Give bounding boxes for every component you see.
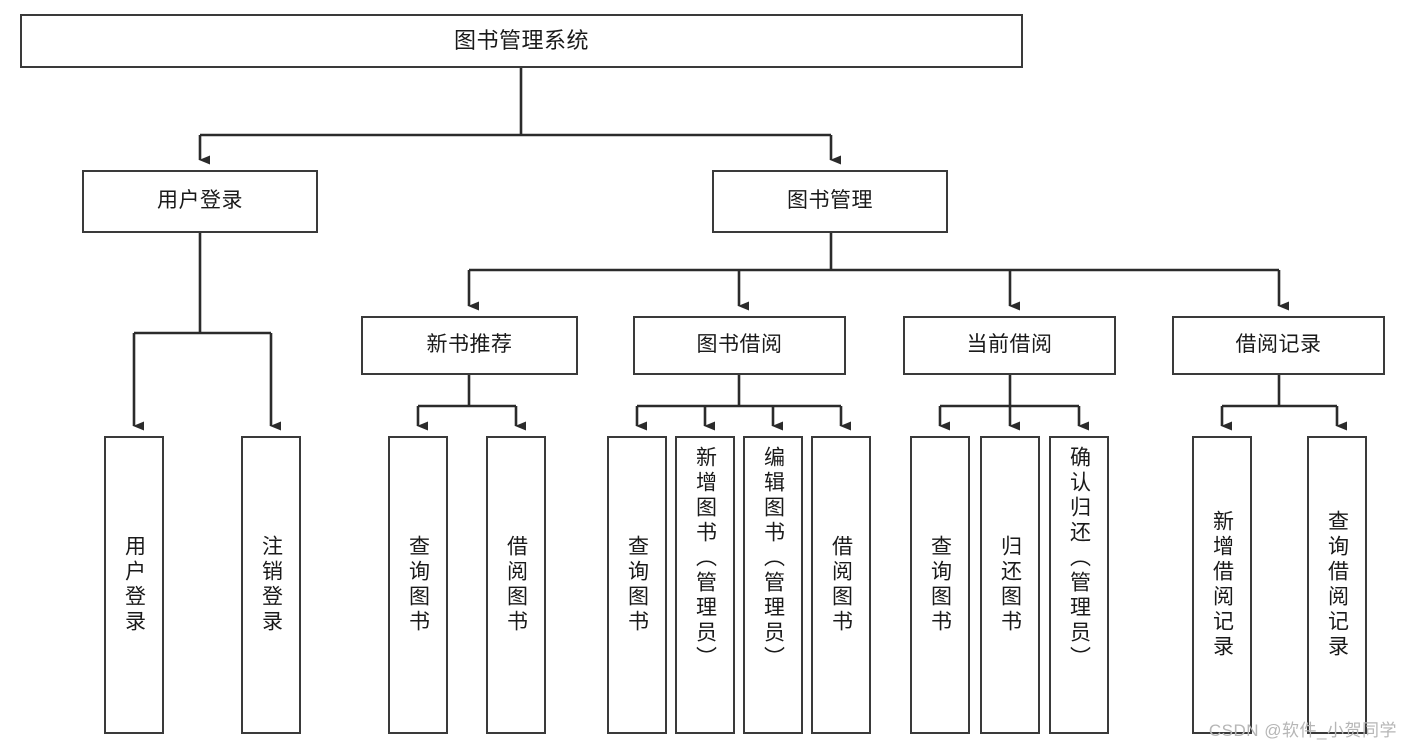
- node-label: 借阅记录: [1235, 333, 1322, 357]
- node-label: 图书管理: [787, 189, 873, 213]
- leaf-borrow-record-query[interactable]: 查询借阅记录: [1307, 436, 1367, 734]
- node-label: 查询借阅记录: [1325, 510, 1349, 660]
- leaf-borrow-record-add[interactable]: 新增借阅记录: [1192, 436, 1252, 734]
- node-label: 当前借阅: [966, 333, 1053, 357]
- leaf-user-login-logout[interactable]: 注销登录: [241, 436, 301, 734]
- leaf-current-borrow-query[interactable]: 查询图书: [910, 436, 970, 734]
- node-label: 用户登录: [157, 189, 243, 213]
- node-new-book-recommend[interactable]: 新书推荐: [361, 316, 578, 375]
- node-borrow-record[interactable]: 借阅记录: [1172, 316, 1385, 375]
- node-label: 新书推荐: [426, 333, 513, 357]
- node-label: 查询图书: [406, 535, 430, 635]
- leaf-book-borrow-add[interactable]: 新增图书（管理员）: [675, 436, 735, 734]
- node-label: 图书管理系统: [453, 28, 589, 54]
- node-label: 新增借阅记录: [1210, 510, 1234, 660]
- node-current-borrow[interactable]: 当前借阅: [903, 316, 1116, 375]
- node-label: 新增图书（管理员）: [693, 446, 717, 671]
- leaf-current-borrow-confirm-return[interactable]: 确认归还（管理员）: [1049, 436, 1109, 734]
- node-book-management[interactable]: 图书管理: [712, 170, 948, 233]
- leaf-new-book-borrow[interactable]: 借阅图书: [486, 436, 546, 734]
- leaf-current-borrow-return[interactable]: 归还图书: [980, 436, 1040, 734]
- node-label: 用户登录: [122, 535, 146, 635]
- node-label: 确认归还（管理员）: [1067, 446, 1091, 671]
- leaf-new-book-query[interactable]: 查询图书: [388, 436, 448, 734]
- node-label: 图书借阅: [696, 333, 783, 357]
- node-label: 归还图书: [998, 535, 1022, 635]
- node-label: 借阅图书: [829, 535, 853, 635]
- leaf-user-login-login[interactable]: 用户登录: [104, 436, 164, 734]
- leaf-book-borrow-borrow[interactable]: 借阅图书: [811, 436, 871, 734]
- node-root-book-management-system[interactable]: 图书管理系统: [20, 14, 1023, 68]
- node-label: 借阅图书: [504, 535, 528, 635]
- node-label: 注销登录: [259, 535, 283, 635]
- leaf-book-borrow-edit[interactable]: 编辑图书（管理员）: [743, 436, 803, 734]
- leaf-book-borrow-query[interactable]: 查询图书: [607, 436, 667, 734]
- node-label: 查询图书: [625, 535, 649, 635]
- watermark-text: CSDN @软件_小贺同学: [1208, 721, 1397, 740]
- node-user-login[interactable]: 用户登录: [82, 170, 318, 233]
- node-book-borrow[interactable]: 图书借阅: [633, 316, 846, 375]
- node-label: 编辑图书（管理员）: [761, 446, 785, 671]
- node-label: 查询图书: [928, 535, 952, 635]
